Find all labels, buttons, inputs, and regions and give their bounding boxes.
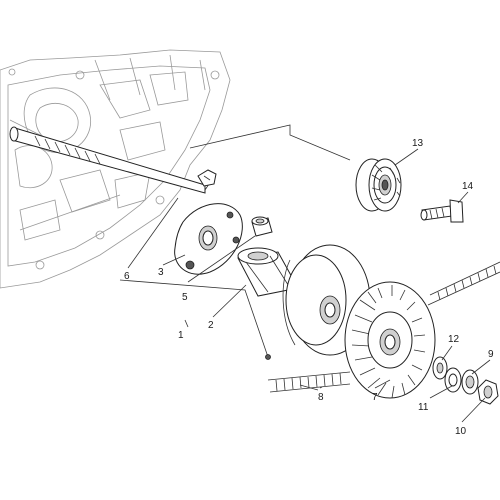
callout-8: 8 <box>318 392 324 403</box>
callout-leaders <box>127 148 491 423</box>
drive-belt-upper <box>427 261 500 306</box>
callout-1: 1 <box>178 330 184 341</box>
spacer-washer <box>432 356 448 380</box>
callout-5: 5 <box>182 292 188 303</box>
drive-plate <box>174 203 243 275</box>
callout-2: 2 <box>208 320 214 331</box>
callout-6: 6 <box>124 271 130 282</box>
small-bushing <box>251 216 273 237</box>
bolt <box>420 199 464 223</box>
callout-13: 13 <box>412 138 424 149</box>
callout-14: 14 <box>462 181 474 192</box>
callout-3: 3 <box>158 267 164 278</box>
drive-belt-lower <box>267 371 351 393</box>
callout-9: 9 <box>488 349 494 360</box>
nut <box>477 379 499 405</box>
belleville-washer <box>461 369 479 395</box>
fan-pulley <box>344 281 436 399</box>
callout-labels: 6 3 5 2 1 7 8 9 10 11 12 13 14 <box>124 138 494 437</box>
clip-part <box>197 169 217 187</box>
bearing-roller <box>355 158 402 212</box>
callout-7: 7 <box>372 392 378 403</box>
callout-11: 11 <box>418 402 429 413</box>
callout-10: 10 <box>455 426 467 437</box>
sleeve <box>237 247 299 297</box>
callout-12: 12 <box>448 334 460 345</box>
drive-shaft <box>9 126 206 194</box>
washer <box>444 367 462 393</box>
